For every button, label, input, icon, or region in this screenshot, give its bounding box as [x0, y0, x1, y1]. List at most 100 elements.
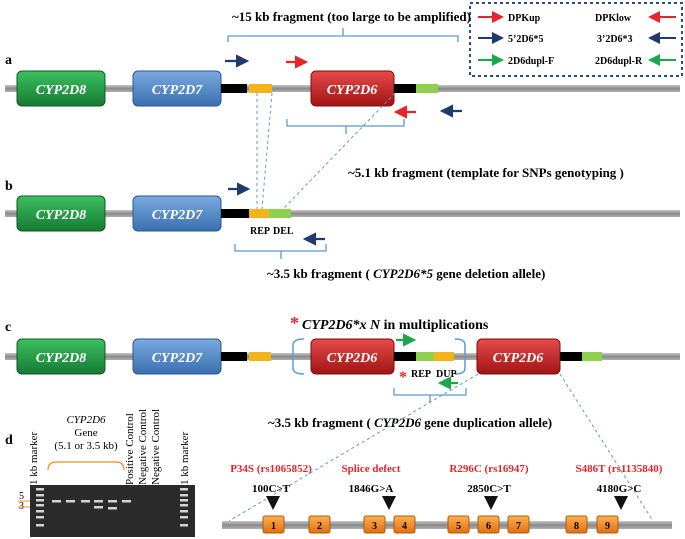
exon-1 [262, 515, 285, 534]
black-block-a1 [221, 84, 247, 93]
exon-5 [447, 515, 470, 534]
legend-box [469, 2, 683, 77]
paren-right [454, 338, 466, 375]
rep-block-c1 [249, 352, 271, 361]
bracket-35kb-dup [393, 388, 467, 403]
snp-marker-icon-2 [382, 496, 396, 510]
gene-cyp2d8-c [16, 338, 106, 375]
gel-band [180, 494, 188, 497]
label-rep-c: REP [411, 369, 431, 380]
star-mark-c: * [399, 369, 407, 386]
caption-35kb-dup: ~3.5 kb fragment ( CYP2D6 gene duplicati… [268, 415, 552, 430]
gene-label-cyp2d7-b: CYP2D7 [152, 208, 204, 223]
gel-lane-label-negative-1: Negative Control [137, 409, 149, 485]
gene-label-cyp2d8-b: CYP2D8 [36, 208, 87, 223]
black-block-c2 [394, 352, 416, 361]
label-rep-b: REP [250, 226, 270, 237]
caption-15kb: ~15 kb fragment (too large to be amplifi… [232, 9, 471, 24]
bracket-35kb-del [234, 244, 327, 259]
gel-lane-label-marker-left: 1 kb marker [28, 432, 40, 485]
exon-label-5: 5 [456, 521, 461, 532]
panel-d: d CYP2D6 Gene (5.1 or 3.5 kb) 1 kb marke… [5, 409, 195, 537]
gel-band [180, 510, 188, 513]
exon-backbone [222, 521, 672, 529]
gel-band [122, 500, 131, 503]
bracket-5kb [286, 119, 405, 134]
snp-change-3: 2850C>T [467, 483, 511, 495]
exon-label-1: 1 [271, 521, 276, 532]
gel-band [108, 500, 117, 503]
gel-band [94, 506, 103, 509]
panel-c: c *CYP2D6*x N in multiplications CYP2D8 … [5, 313, 680, 522]
exon-label-3: 3 [372, 521, 377, 532]
green-block-c2 [582, 352, 602, 361]
legend-dupf: 2D6dupl-F [508, 56, 554, 67]
caption-5kb: ~5.1 kb fragment (template for SNPs geno… [348, 165, 624, 180]
exon-8 [565, 515, 588, 534]
exon-label-4: 4 [402, 521, 407, 532]
gel-image [30, 485, 195, 537]
exon-6 [477, 515, 500, 534]
gel-band [94, 500, 103, 503]
chromosome-line-b [5, 210, 680, 217]
zoom-line-right [559, 373, 654, 522]
snp-name-2: Splice defect [342, 463, 401, 475]
gel-lane-label-positive: Positive Control [124, 413, 136, 485]
gel-band [36, 504, 44, 507]
gel-band [108, 507, 117, 510]
paren-left [292, 338, 305, 375]
exon-label-8: 8 [574, 521, 579, 532]
panel-label-c: c [5, 320, 11, 335]
dup-block-c [434, 352, 454, 361]
exon-7 [507, 515, 530, 534]
gel-band [180, 499, 188, 502]
gene-label-cyp2d7-a: CYP2D7 [152, 83, 204, 98]
exon-4 [393, 515, 416, 534]
green-block-a [416, 84, 438, 93]
black-block-c1 [221, 352, 247, 361]
label-dup-c: DUP [436, 369, 457, 380]
gene-cyp2d8-a [16, 70, 106, 107]
panel-label-a: a [5, 53, 12, 68]
gel-band [66, 500, 75, 503]
snp-marker-icon-1 [266, 496, 280, 510]
caption-multiplication: *CYP2D6*x N in multiplications [290, 313, 489, 333]
gel-band [180, 516, 188, 519]
del-block-b [269, 209, 291, 218]
dashed-connector-3 [282, 92, 396, 210]
exon-group: 1 2 3 4 5 6 7 8 9 [262, 515, 619, 534]
snp-change-1: 100C>T [252, 483, 291, 495]
snp-change-4: 4180G>C [597, 483, 642, 495]
gene-label-cyp2d7-c: CYP2D7 [152, 351, 204, 366]
black-block-a2 [394, 84, 416, 93]
legend-dpklow: DPKlow [595, 13, 632, 24]
gel-band [52, 500, 61, 503]
exon-label-7: 7 [516, 521, 521, 532]
gel-band [36, 488, 44, 491]
panel-label-d: d [5, 433, 13, 448]
gene-cyp2d8-b [16, 195, 106, 232]
panel-label-b: b [5, 179, 13, 194]
black-block-c3 [560, 352, 582, 361]
exon-label-6: 6 [486, 521, 491, 532]
legend-p5: 5’2D6*5 [508, 34, 544, 45]
legend: DPKup DPKlow 5’2D6*5 3’2D6*3 2D6dupl-F 2… [469, 2, 683, 77]
gel-band [180, 504, 188, 507]
gel-band [180, 524, 188, 527]
gel-band [36, 524, 44, 527]
gel-title-gene2: Gene [74, 427, 97, 439]
legend-p3: 3’2D6*3 [597, 34, 633, 45]
panel-b: b CYP2D8 CYP2D7 REP DEL ~3.5 kb fragment… [5, 179, 680, 281]
gel-title-gene: CYP2D6 [66, 414, 106, 426]
exon-3 [363, 515, 386, 534]
gel-title-size: (5.1 or 3.5 kb) [54, 440, 118, 452]
gel-size-5: 5 [19, 491, 24, 502]
exon-label-2: 2 [317, 521, 322, 532]
snp-marker-icon-3 [484, 496, 498, 510]
gel-band [81, 500, 90, 503]
exon-label-9: 9 [605, 521, 610, 532]
black-block-b [221, 209, 249, 218]
